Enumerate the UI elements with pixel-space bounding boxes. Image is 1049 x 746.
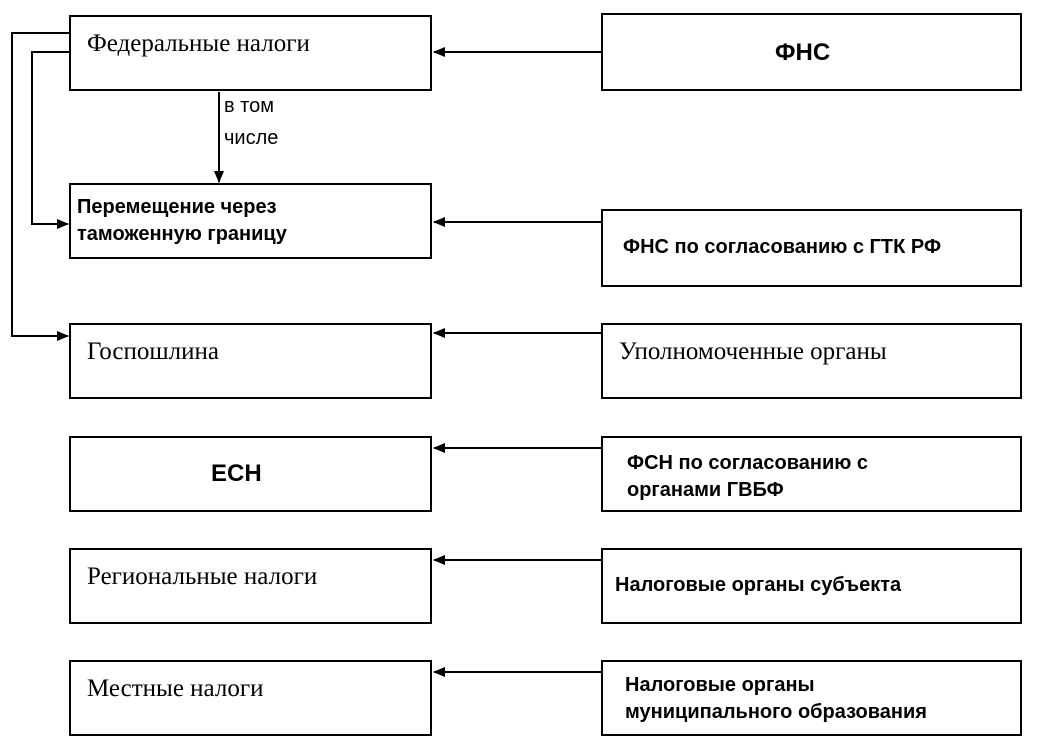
fsn-line-1: ФСН по согласованию с (627, 452, 868, 474)
fsn-label: ФСН по согласованию с органами ГВБФ (627, 450, 868, 504)
municipal-line-1: Налоговые органы (625, 674, 815, 696)
federal-taxes-label: Федеральные налоги (87, 30, 310, 57)
box-federal-taxes: Федеральные налоги (69, 15, 432, 91)
state-duty-label: Госпошлина (87, 338, 219, 365)
subject-tax-bodies-label: Налоговые органы субъекта (615, 574, 902, 596)
box-regional-taxes: Региональные налоги (69, 548, 432, 624)
box-municipal-tax-bodies: Налоговые органы муниципального образова… (601, 660, 1022, 736)
including-note-line-2: числе (224, 127, 279, 149)
box-esn: ЕСН (69, 436, 432, 512)
municipal-tax-bodies-label: Налоговые органы муниципального образова… (625, 672, 927, 726)
customs-crossing-line-1: Перемещение через (77, 196, 277, 218)
customs-crossing-line-2: таможенную границу (77, 223, 287, 245)
fns-label: ФНС (775, 39, 831, 66)
local-taxes-label: Местные налоги (87, 675, 264, 702)
authorized-bodies-label: Уполномоченные органы (619, 338, 887, 365)
fsn-line-2: органами ГВБФ (627, 479, 784, 501)
box-authorized-bodies: Уполномоченные органы (601, 323, 1022, 399)
box-fns: ФНС (601, 13, 1022, 91)
box-state-duty: Госпошлина (69, 323, 432, 399)
customs-crossing-label: Перемещение через таможенную границу (77, 194, 287, 248)
regional-taxes-label: Региональные налоги (87, 563, 318, 590)
including-note: в том числе (224, 90, 278, 154)
box-customs-crossing: Перемещение через таможенную границу (69, 183, 432, 259)
box-fns-gtk: ФНС по согласованию с ГТК РФ (601, 209, 1022, 287)
esn-label: ЕСН (211, 460, 262, 487)
connector-federal-to-customs (31, 51, 70, 229)
box-local-taxes: Местные налоги (69, 660, 432, 736)
fns-gtk-label: ФНС по согласованию с ГТК РФ (623, 236, 942, 258)
box-fsn: ФСН по согласованию с органами ГВБФ (601, 436, 1022, 512)
connector-federal-to-duty (11, 32, 70, 341)
including-note-line-1: в том (224, 95, 274, 117)
municipal-line-2: муниципального образования (625, 701, 927, 723)
box-subject-tax-bodies: Налоговые органы субъекта (601, 548, 1022, 624)
